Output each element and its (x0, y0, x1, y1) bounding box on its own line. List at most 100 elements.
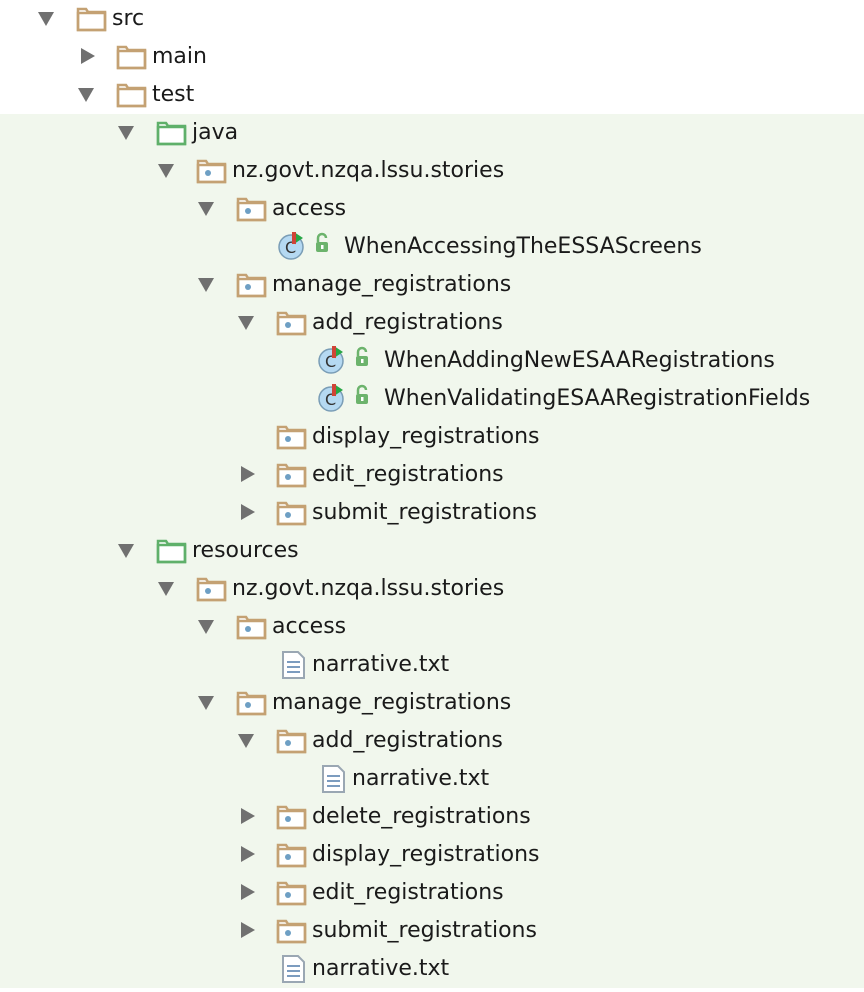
expand-arrow-icon[interactable] (158, 582, 174, 596)
collapse-arrow-icon[interactable] (241, 846, 255, 862)
expand-arrow-icon[interactable] (118, 126, 134, 140)
package-icon (274, 418, 310, 456)
tree-node-label: java (192, 120, 239, 145)
collapse-arrow-icon[interactable] (241, 922, 255, 938)
package-icon (194, 152, 230, 190)
text-file-icon (276, 646, 312, 684)
tree-node-package[interactable]: nz.govt.nzqa.lssu.stories (0, 570, 864, 608)
tree-node-edit-registrations[interactable]: edit_registrations (0, 874, 864, 912)
tree-node-label: manage_registrations (272, 272, 512, 297)
tree-node-text-file[interactable]: narrative.txt (0, 646, 864, 684)
tree-node-label: display_registrations (312, 842, 540, 867)
collapse-arrow-icon[interactable] (241, 504, 255, 520)
package-icon (274, 912, 310, 950)
collapse-arrow-icon[interactable] (241, 466, 255, 482)
expand-arrow-icon[interactable] (118, 544, 134, 558)
tree-node-delete-registrations[interactable]: delete_registrations (0, 798, 864, 836)
tree-node-label: narrative.txt (352, 766, 490, 791)
tree-node-test[interactable]: test (0, 76, 864, 114)
tree-node-display-registrations[interactable]: display_registrations (0, 836, 864, 874)
tree-node-label: submit_registrations (312, 918, 537, 943)
package-icon (194, 570, 230, 608)
package-icon (274, 494, 310, 532)
tree-node-src[interactable]: src (0, 0, 864, 38)
collapse-arrow-icon[interactable] (81, 48, 95, 64)
collapse-arrow-icon[interactable] (241, 808, 255, 824)
tree-node-label: submit_registrations (312, 500, 537, 525)
tree-node-label: narrative.txt (312, 652, 450, 677)
tree-node-label: edit_registrations (312, 462, 504, 487)
expand-arrow-icon[interactable] (198, 202, 214, 216)
tree-node-label: manage_registrations (272, 690, 512, 715)
expand-arrow-icon[interactable] (238, 734, 254, 748)
tree-node-resources[interactable]: resources (0, 532, 864, 570)
package-icon (274, 798, 310, 836)
package-icon (274, 304, 310, 342)
folder-icon (114, 38, 150, 76)
package-icon (274, 722, 310, 760)
svg-text:C: C (285, 238, 296, 257)
tree-node-text-file[interactable]: narrative.txt (0, 760, 864, 798)
tree-node-submit-registrations[interactable]: submit_registrations (0, 912, 864, 950)
test-class-icon: C (314, 342, 380, 380)
tree-node-access[interactable]: access (0, 608, 864, 646)
package-icon (234, 608, 270, 646)
tree-node-access[interactable]: access (0, 190, 864, 228)
tree-node-test-class[interactable]: C WhenValidatingESAARegistrationFields (0, 380, 864, 418)
tree-node-label: main (152, 44, 207, 69)
test-class-icon: C (314, 380, 380, 418)
tree-node-add-registrations[interactable]: add_registrations (0, 722, 864, 760)
tree-node-label: edit_registrations (312, 880, 504, 905)
svg-text:C: C (325, 390, 336, 409)
expand-arrow-icon[interactable] (158, 164, 174, 178)
tree-node-label: access (272, 614, 347, 639)
tree-node-java[interactable]: java (0, 114, 864, 152)
expand-arrow-icon[interactable] (198, 696, 214, 710)
expand-arrow-icon[interactable] (198, 278, 214, 292)
tree-node-label: nz.govt.nzqa.lssu.stories (232, 576, 505, 601)
package-icon (274, 836, 310, 874)
source-folder-icon (154, 114, 190, 152)
tree-node-label: resources (192, 538, 299, 563)
tree-node-manage-registrations[interactable]: manage_registrations (0, 684, 864, 722)
tree-node-label: add_registrations (312, 310, 503, 335)
expand-arrow-icon[interactable] (38, 12, 54, 26)
tree-node-main[interactable]: main (0, 38, 864, 76)
package-icon (234, 684, 270, 722)
tree-node-label: access (272, 196, 347, 221)
tree-node-text-file[interactable]: narrative.txt (0, 950, 864, 988)
folder-icon (74, 0, 110, 38)
package-icon (274, 456, 310, 494)
package-icon (274, 874, 310, 912)
package-icon (234, 266, 270, 304)
text-file-icon (316, 760, 352, 798)
expand-arrow-icon[interactable] (238, 316, 254, 330)
package-icon (234, 190, 270, 228)
tree-node-package[interactable]: nz.govt.nzqa.lssu.stories (0, 152, 864, 190)
tree-node-test-class[interactable]: C WhenAddingNewESAARegistrations (0, 342, 864, 380)
folder-icon (114, 76, 150, 114)
tree-node-edit-registrations[interactable]: edit_registrations (0, 456, 864, 494)
test-class-icon: C (274, 228, 340, 266)
resource-folder-icon (154, 532, 190, 570)
tree-node-label: delete_registrations (312, 804, 531, 829)
collapse-arrow-icon[interactable] (241, 884, 255, 900)
expand-arrow-icon[interactable] (198, 620, 214, 634)
expand-arrow-icon[interactable] (78, 88, 94, 102)
text-file-icon (276, 950, 312, 988)
tree-node-label: nz.govt.nzqa.lssu.stories (232, 158, 505, 183)
tree-node-display-registrations[interactable]: display_registrations (0, 418, 864, 456)
tree-node-label: src (112, 6, 145, 31)
tree-node-label: WhenAccessingTheESSAScreens (344, 234, 702, 259)
tree-node-label: display_registrations (312, 424, 540, 449)
tree-node-add-registrations[interactable]: add_registrations (0, 304, 864, 342)
tree-node-label: test (152, 82, 195, 107)
tree-node-label: WhenAddingNewESAARegistrations (384, 348, 775, 373)
tree-node-label: add_registrations (312, 728, 503, 753)
tree-node-test-class[interactable]: C WhenAccessingTheESSAScreens (0, 228, 864, 266)
tree-node-label: WhenValidatingESAARegistrationFields (384, 386, 811, 411)
tree-node-manage-registrations[interactable]: manage_registrations (0, 266, 864, 304)
tree-node-submit-registrations[interactable]: submit_registrations (0, 494, 864, 532)
svg-text:C: C (325, 352, 336, 371)
